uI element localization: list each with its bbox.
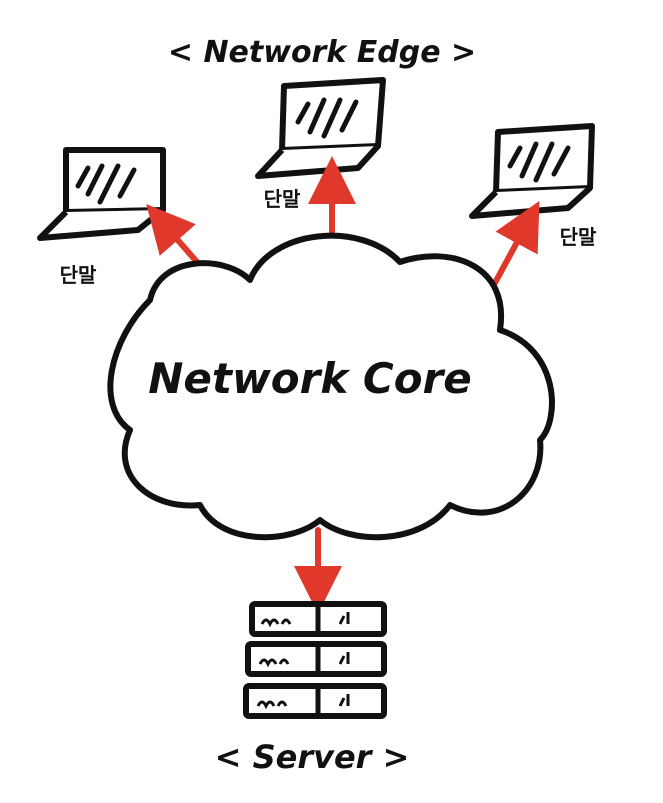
terminal-label-left: 단말 [60,263,97,287]
terminal-label-right: 단말 [560,225,597,249]
server-label: < Server > [215,738,410,776]
terminal-label-center: 단말 [264,187,301,211]
laptop-icon [37,147,166,241]
laptop-icon [469,123,595,219]
laptop-icon [255,77,386,179]
server-rack-icon [243,601,387,719]
arrow-icon [487,200,540,295]
network-edge-title: < Network Edge > [168,35,476,70]
cloud-icon [107,232,555,541]
network-core-label: Network Core [148,354,472,403]
